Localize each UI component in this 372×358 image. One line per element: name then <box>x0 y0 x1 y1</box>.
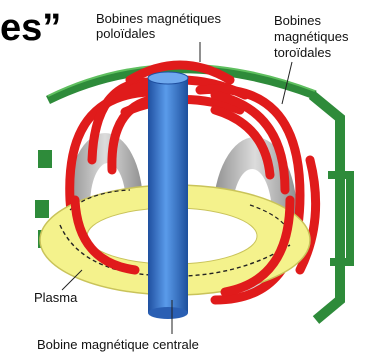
label-poloidal-coils-line-1: Bobines magnétiques <box>96 11 221 26</box>
label-toroidal-coils-line-2: magnétiques <box>274 29 348 44</box>
label-poloidal-coils-line-2: poloïdales <box>96 26 155 41</box>
central-solenoid-body <box>148 78 188 313</box>
poloidal-coil-bracket-left-2 <box>35 200 49 218</box>
label-central-coil: Bobine magnétique centrale <box>37 337 199 352</box>
central-solenoid-bottom <box>148 307 188 319</box>
label-toroidal-coils-line-1: Bobines <box>274 13 321 28</box>
label-toroidal-coils-line-3: toroïdales <box>274 45 331 60</box>
poloidal-coil-bracket-left-1 <box>38 150 52 168</box>
central-solenoid-top <box>148 72 188 84</box>
title-fragment: es” <box>0 8 61 48</box>
central-solenoid <box>148 72 188 319</box>
label-plasma: Plasma <box>34 290 77 305</box>
